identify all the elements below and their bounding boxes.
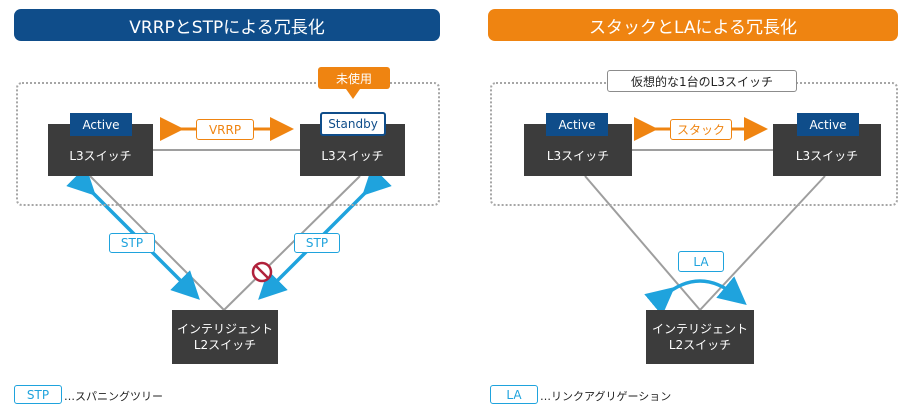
standby-badge: Standby	[320, 112, 386, 136]
switch-name: L3スイッチ	[546, 148, 610, 163]
legend-key-stp: STP	[14, 385, 62, 404]
left-title: VRRPとSTPによる冗長化	[14, 9, 440, 41]
switch-name: L3スイッチ	[69, 148, 132, 163]
legend-text-stp: …スパニングツリー	[64, 390, 163, 403]
stack-label: スタック	[670, 119, 732, 140]
stp-label-right: STP	[294, 233, 340, 253]
legend-text-la: …リンクアグリゲーション	[540, 390, 672, 403]
vrrp-label: VRRP	[196, 119, 254, 140]
blocked-icon	[251, 261, 273, 283]
active-badge: Active	[70, 113, 132, 136]
active-badge: Active	[797, 113, 859, 136]
left-l3-group	[16, 82, 440, 206]
active-badge: Active	[546, 113, 608, 136]
la-arc	[644, 276, 747, 316]
right-title: スタックとLAによる冗長化	[488, 9, 898, 41]
legend-key-la: LA	[490, 385, 538, 404]
left-l3-switch-active: L3スイッチ	[48, 124, 153, 176]
switch-name: L3スイッチ	[321, 148, 384, 163]
virtual-switch-label: 仮想的な1台のL3スイッチ	[607, 70, 797, 92]
switch-name: L3スイッチ	[795, 148, 859, 163]
unused-callout: 未使用	[318, 67, 390, 89]
left-l2-switch: インテリジェント L2スイッチ	[172, 310, 278, 364]
stp-label-left: STP	[109, 233, 155, 253]
right-l2-switch: インテリジェント L2スイッチ	[646, 310, 754, 364]
la-label: LA	[678, 251, 724, 272]
callout-pointer	[346, 89, 360, 99]
